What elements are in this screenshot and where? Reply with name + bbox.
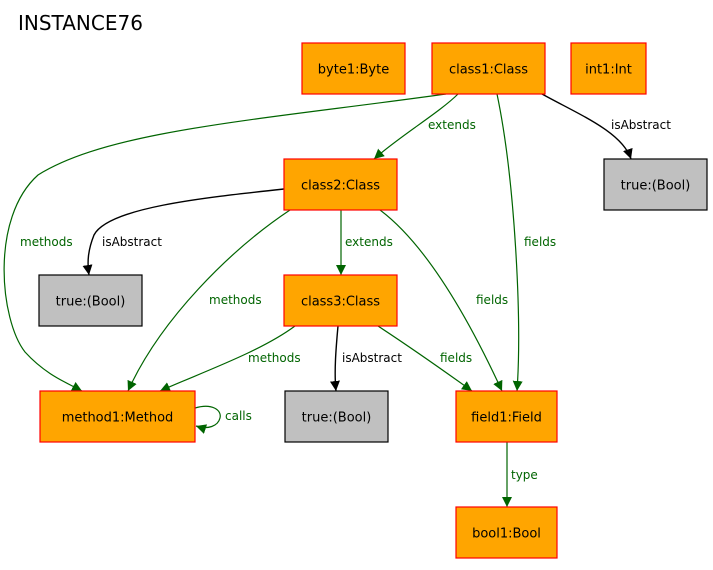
node-box-true1 — [603, 158, 708, 211]
edge-label-extends: extends — [345, 235, 393, 249]
node-box-class3 — [283, 274, 398, 327]
node-label-true1: true:(Bool) — [621, 179, 691, 194]
node-true1: true:(Bool) — [603, 158, 708, 211]
node-box-byte1 — [301, 42, 406, 95]
edge-label-extends: extends — [428, 118, 476, 132]
node-method1: method1:Method — [39, 390, 196, 443]
edge-label-fields: fields — [440, 351, 472, 365]
node-bool1: bool1:Bool — [455, 506, 558, 559]
edge-isabstract-class1-to-true1 — [541, 93, 633, 160]
node-label-true3: true:(Bool) — [302, 411, 372, 426]
node-box-class2 — [283, 158, 398, 211]
node-byte1: byte1:Byte — [301, 42, 406, 95]
node-field1: field1:Field — [455, 390, 558, 443]
node-box-field1 — [455, 390, 558, 443]
node-label-byte1: byte1:Byte — [318, 63, 389, 78]
edge-label-methods: methods — [20, 235, 73, 249]
edge-isabstract-class2-to-true2 — [82, 188, 285, 276]
node-int1: int1:Int — [570, 42, 647, 95]
edge-label-methods: methods — [248, 351, 301, 365]
edge-label-calls: calls — [225, 409, 252, 423]
edge-label-methods: methods — [209, 293, 262, 307]
edge-label-type: type — [511, 468, 538, 482]
node-label-int1: int1:Int — [585, 63, 632, 78]
node-box-true3 — [284, 390, 389, 443]
diagram-title: INSTANCE76 — [18, 11, 143, 35]
node-box-method1 — [39, 390, 196, 443]
node-box-int1 — [570, 42, 647, 95]
edges-layer: extends isAbstract methods fields isAbstract… — [3, 93, 671, 507]
edge-calls-method1-to-method1 — [194, 405, 221, 434]
node-label-class3: class3:Class — [301, 295, 380, 310]
node-true2: true:(Bool) — [38, 274, 143, 327]
edge-extends-class1-to-class2 — [373, 93, 459, 160]
node-box-class1 — [431, 42, 546, 95]
node-label-bool1: bool1:Bool — [472, 527, 541, 542]
edge-label-isabstract: isAbstract — [342, 351, 402, 365]
edge-fields-class1-to-field1 — [496, 93, 523, 392]
edge-methods-class1-to-method1 — [3, 93, 447, 392]
edge-methods-class2-to-method1 — [127, 209, 291, 392]
node-class3: class3:Class — [283, 274, 398, 327]
node-box-true2 — [38, 274, 143, 327]
edge-methods-class3-to-method1 — [159, 325, 296, 392]
node-label-class2: class2:Class — [301, 179, 380, 194]
node-true3: true:(Bool) — [284, 390, 389, 443]
node-label-class1: class1:Class — [449, 63, 528, 78]
node-label-field1: field1:Field — [471, 411, 542, 426]
edge-label-fields: fields — [476, 293, 508, 307]
edge-label-isabstract: isAbstract — [102, 235, 162, 249]
node-class2: class2:Class — [283, 158, 398, 211]
node-label-method1: method1:Method — [62, 411, 174, 426]
edge-isabstract-class3-to-true3 — [329, 325, 340, 392]
node-box-bool1 — [455, 506, 558, 559]
node-label-true2: true:(Bool) — [56, 295, 126, 310]
edge-label-fields: fields — [524, 235, 556, 249]
nodes-layer: byte1:Byte class1:Class int1:Int true:(Bool… — [38, 42, 708, 559]
node-class1: class1:Class — [431, 42, 546, 95]
edge-label-isabstract: isAbstract — [611, 118, 671, 132]
edge-fields-class2-to-field1 — [379, 209, 503, 392]
edge-fields-class3-to-field1 — [377, 325, 473, 392]
